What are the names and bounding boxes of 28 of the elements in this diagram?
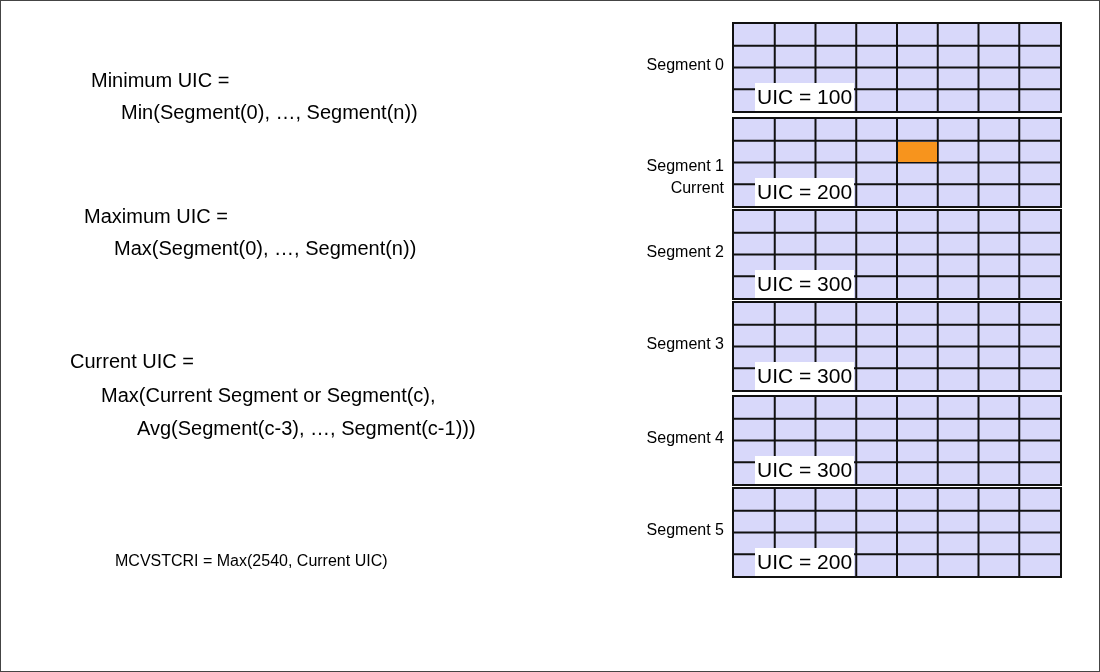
segment-grid — [732, 395, 1062, 486]
formula-text: Minimum UIC = — [91, 68, 230, 92]
formula-text: Max(Segment(0), …, Segment(n)) — [114, 236, 417, 260]
formula-text: Avg(Segment(c-3), …, Segment(c-1))) — [137, 416, 476, 440]
segment-label: Current — [670, 178, 724, 198]
segment-label: Segment 3 — [646, 334, 724, 354]
formula-text: Min(Segment(0), …, Segment(n)) — [121, 100, 418, 124]
uic-value: UIC = 300 — [755, 456, 855, 484]
segment-grid — [732, 301, 1062, 392]
uic-value: UIC = 200 — [755, 178, 855, 206]
formula-text: MCVSTCRI = Max(2540, Current UIC) — [115, 551, 388, 571]
segment-grid — [732, 117, 1062, 208]
uic-value: UIC = 100 — [755, 83, 855, 111]
segment-grid — [732, 22, 1062, 113]
segment-label: Segment 4 — [646, 428, 724, 448]
segment-label: Segment 1 — [646, 156, 724, 176]
uic-value: UIC = 300 — [755, 362, 855, 390]
segment-label: Segment 5 — [646, 520, 724, 540]
formula-text: Maximum UIC = — [84, 204, 228, 228]
segment-label: Segment 0 — [646, 55, 724, 75]
segment-grid — [732, 209, 1062, 300]
segment-label: Segment 2 — [646, 242, 724, 262]
uic-value: UIC = 200 — [755, 548, 855, 576]
uic-value: UIC = 300 — [755, 270, 855, 298]
formula-text: Current UIC = — [70, 349, 194, 373]
formula-text: Max(Current Segment or Segment(c), — [101, 383, 436, 407]
segment-grid — [732, 487, 1062, 578]
highlighted-cell — [898, 141, 937, 162]
